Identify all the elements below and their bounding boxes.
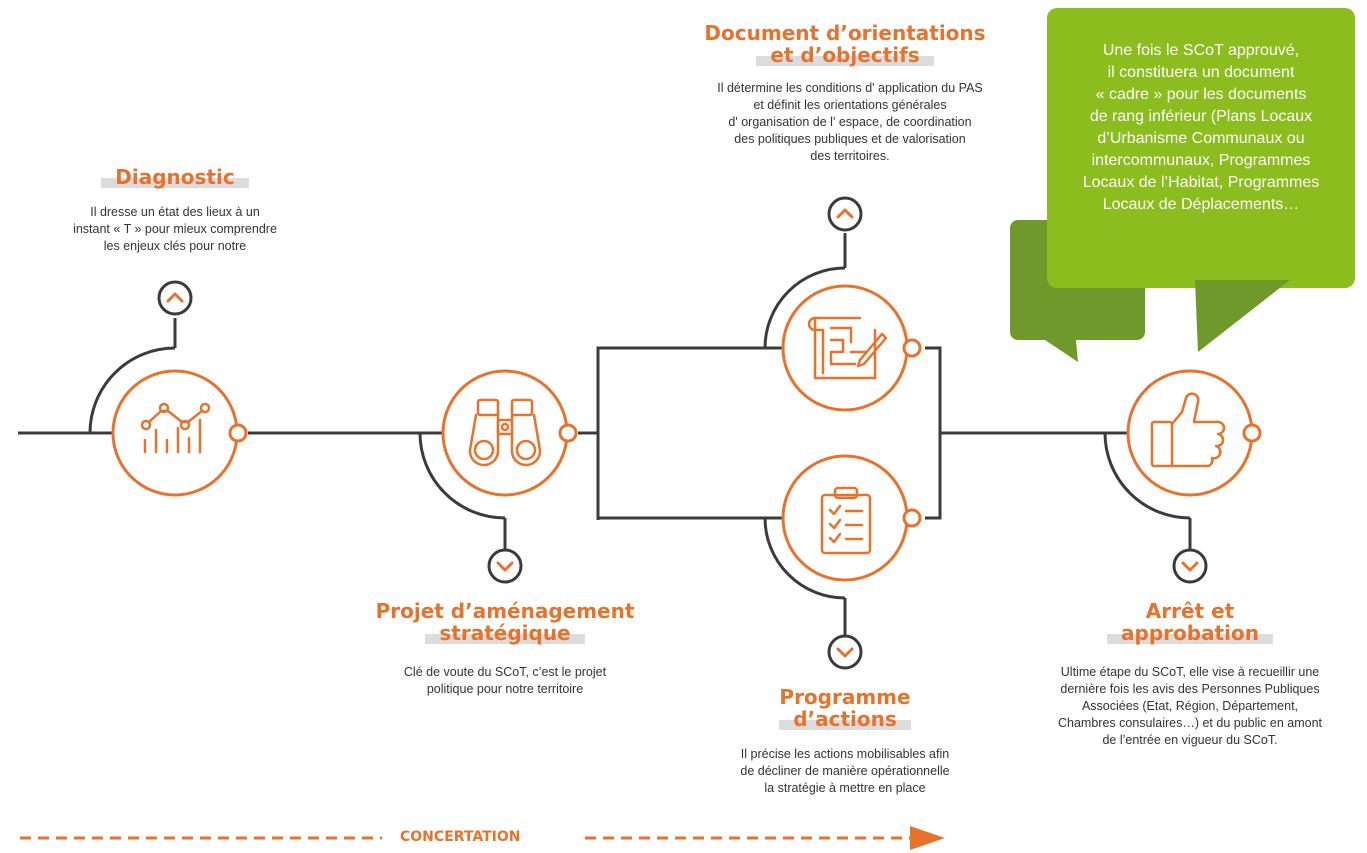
connector-lines [18,233,1192,635]
description-line: d' organisation de l' espace, de coordin… [728,115,972,129]
description-line: Associées (Etat, Région, Département, [1081,699,1299,713]
step-title-projet: Projet d’aménagement stratégique [345,600,665,644]
step-title-programme: Programme d’actions [750,686,940,730]
bubble-line: « cadre » pour les documents [1095,86,1307,103]
step-description-arret: Ultime étape du SCoT, elle vise à recuei… [1030,664,1350,749]
description-line: Chambres consulaires…) et du public en a… [1057,716,1323,730]
title-line: Programme [779,685,911,709]
bubble-line: Locaux de Déplacements… [1102,196,1300,213]
description-line: instant « T » pour mieux comprendre [73,222,277,236]
description-line: des politiques publiques et de valorisat… [734,132,966,146]
description-line: Ultime étape du SCoT, elle vise à recuei… [1060,665,1320,679]
description-line: et définit les orientations générales [753,98,947,112]
checklist-icon [820,486,872,555]
step-title-document: Document d’orientations et d’objectifs [680,22,1010,66]
blueprint-icon [807,316,888,380]
chevron-up-icon[interactable] [827,196,863,232]
connector-dot [902,338,922,358]
connector-dot [228,423,248,443]
step-description-programme: Il précise les actions mobilisables afin… [710,746,980,797]
step-circle-document [781,284,909,412]
step-description-document: Il détermine les conditions d' applicati… [690,80,1010,165]
speech-bubble-text: Une fois le SCoT approuvé, il constituer… [1052,40,1350,216]
concertation-label: CONCERTATION [400,829,521,845]
step-title-arret: Arrêt et approbation [1090,600,1290,644]
description-line: la stratégie à mettre en place [764,781,926,795]
description-line: des territoires. [810,149,890,163]
title-line: Document d’orientations [704,21,986,45]
bubble-line: d’Urbanisme Communaux ou [1097,130,1305,147]
step-circle-programme [781,454,909,582]
description-line: Il dresse un état des lieux à un [90,205,260,219]
description-line: Clé de voute du SCoT, c’est le projet [403,665,607,679]
title-line: d’actions [779,708,911,730]
description-line: de décliner de manière opérationnelle [740,764,950,778]
title-line: stratégique [425,622,585,644]
step-circle-diagnostic [111,369,239,497]
description-line: Il précise les actions mobilisables afin [740,747,950,761]
bubble-line: il constituera un document [1107,64,1295,81]
description-line: les enjeux clés pour notre [103,239,247,253]
bubble-line: Locaux de l’Habitat, Programmes [1082,174,1320,191]
description-line: Il détermine les conditions d' applicati… [717,81,983,95]
connector-dot [902,508,922,528]
description-line: de l’entrée en vigueur du SCoT. [1102,733,1278,747]
bubble-line: de rang inférieur (Plans Locaux [1089,108,1313,125]
title-line: approbation [1107,622,1273,644]
bubble-line: intercommunaux, Programmes [1091,152,1311,169]
speech-bubble-shapes [1010,8,1355,362]
connector-dot [558,423,578,443]
chevron-up-icon[interactable] [157,280,193,316]
title-line: et d’objectifs [756,44,934,66]
chevron-down-icon[interactable] [1172,548,1208,584]
bubble-line: Une fois le SCoT approuvé, [1102,42,1300,59]
title-line: Arrêt et [1145,599,1235,623]
title-line: Projet d’aménagement [375,599,635,623]
binoculars-icon [468,398,542,467]
chart-icon [140,402,211,454]
step-circle-arret [1126,369,1254,497]
chevron-down-icon[interactable] [827,634,863,670]
chevron-down-icon[interactable] [487,548,523,584]
description-line: politique pour notre territoire [426,682,584,696]
step-description-diagnostic: Il dresse un état des lieux à un instant… [45,204,305,255]
description-line: dernière fois les avis des Personnes Pub… [1060,682,1320,696]
concertation-arrow [20,826,945,850]
step-description-projet: Clé de voute du SCoT, c’est le projet po… [370,664,640,698]
connector-dot [1242,423,1262,443]
thumbs-up-icon [1150,392,1226,468]
step-title-diagnostic: Diagnostic [80,166,270,188]
title-line: Diagnostic [101,166,249,188]
